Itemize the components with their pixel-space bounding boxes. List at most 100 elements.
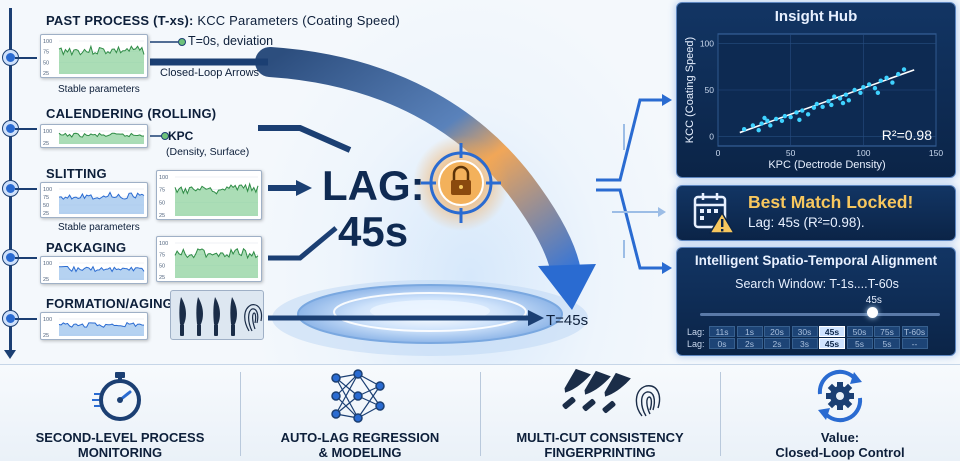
kpc-label: KPC	[168, 129, 194, 143]
knives-fingerprint-icon	[562, 368, 661, 417]
sparkline-tick-label: 25	[43, 333, 49, 339]
scatter-point	[840, 100, 846, 106]
lag-cell[interactable]: 2s	[736, 338, 763, 349]
sparkline-tick-label: 75	[159, 252, 165, 258]
knives-icon	[179, 297, 263, 336]
scatter-point	[768, 123, 773, 128]
lag-cell[interactable]: 0s	[709, 338, 735, 349]
stage-caption-past-process: Stable parameters	[58, 84, 140, 95]
timeline-tick	[15, 188, 37, 190]
lag-cell[interactable]: 20s	[764, 326, 790, 337]
timeline-arrow-head	[4, 350, 16, 359]
timeline-tick	[15, 257, 37, 259]
scatter-point	[852, 87, 857, 93]
stage-caption-slitting: Stable parameters	[58, 222, 140, 233]
scatter-point	[829, 102, 834, 108]
scatter-point	[837, 96, 843, 101]
lag-title: LAG:	[322, 162, 425, 209]
lag-readout: LAG: 45s	[322, 163, 425, 255]
best-match-title: Best Match Locked!	[748, 192, 914, 212]
sparkline-tick-label: 100	[159, 241, 168, 247]
scatter-point	[890, 80, 895, 85]
stopwatch-icon	[92, 372, 141, 421]
lag-cell[interactable]: 11s	[709, 326, 735, 337]
lag-row-label: Lag:	[687, 326, 705, 337]
scatter-point	[788, 114, 793, 120]
deviation-connector	[150, 38, 186, 46]
scatter-point	[861, 85, 866, 90]
scatter-point	[756, 127, 761, 133]
lag-cell[interactable]: 2s	[764, 338, 790, 349]
capability-label-fingerprinting: MULTI-CUT CONSISTENCY FINGERPRINTING	[516, 430, 684, 460]
lag-cell[interactable]: 45s	[819, 338, 845, 349]
sparkline-line	[58, 44, 145, 57]
lag-cell[interactable]: 45s	[819, 326, 845, 337]
lag-slider-knob[interactable]	[867, 307, 879, 318]
sparkline-area	[59, 322, 144, 336]
lag-cell[interactable]: 30s	[791, 326, 818, 337]
scatter-point	[820, 104, 825, 110]
y-tick-label: 50	[705, 85, 715, 95]
padlock-icon	[451, 165, 471, 195]
x-tick-label: 150	[929, 148, 943, 158]
scatter-point	[741, 127, 747, 132]
sparkline-tick-label: 100	[43, 39, 52, 45]
divider	[720, 372, 721, 456]
scatter-point	[843, 92, 849, 97]
sparkline-line	[58, 321, 145, 328]
sparkline-area	[175, 183, 258, 216]
scatter-point	[896, 71, 901, 77]
stage-title-calendering: CALENDERING (ROLLING)	[46, 106, 217, 121]
lag-cell[interactable]: T-60s	[901, 326, 928, 337]
sparkline-tick-label: 75	[43, 195, 49, 201]
timeline-tick	[15, 57, 37, 59]
sparkline-tick-label: 100	[159, 175, 168, 181]
scatter-point	[814, 101, 820, 107]
lag-slider-value: 45s	[865, 295, 882, 306]
lag-cell[interactable]: 50s	[846, 326, 873, 337]
capability-label-regression: AUTO-LAG REGRESSION & MODELING	[280, 430, 440, 460]
lag-cell[interactable]: 1s	[736, 326, 763, 337]
lag-cell[interactable]: 5s	[874, 338, 900, 349]
calendar-warning-icon	[693, 193, 736, 234]
lag-cell[interactable]: 75s	[874, 326, 900, 337]
lag-cell[interactable]: 3s	[791, 338, 818, 349]
timeline-tick	[15, 128, 37, 130]
formation-arrow	[268, 310, 544, 326]
calendering-arrow	[258, 125, 352, 153]
deviation-label: T=0s, deviation	[188, 34, 274, 48]
sparkline-area	[59, 46, 144, 74]
sparkline-tick-label: 25	[43, 211, 49, 217]
x-tick-label: 100	[856, 148, 870, 158]
hub-connector-arrows	[596, 94, 672, 274]
slitting-arrow	[268, 180, 312, 196]
scatter-point	[765, 118, 770, 124]
sparkline-tick-label: 100	[43, 261, 52, 267]
scatter-point	[762, 115, 767, 121]
search-window-label: Search Window: T-1s....T-60s	[735, 277, 899, 291]
sparkline-line	[58, 265, 145, 273]
lag-value: 45s	[338, 208, 409, 255]
stage-title-packaging: PACKAGING	[46, 240, 127, 255]
timeline-tick	[15, 318, 37, 320]
sparkline-tick-label: 50	[159, 200, 165, 206]
lag-cell[interactable]: 5s	[846, 338, 873, 349]
sparkline-line	[58, 191, 145, 200]
closed-loop-label: Closed-Loop Arrows	[160, 67, 260, 79]
lag-cell[interactable]: --	[901, 338, 928, 349]
sparkline-area	[59, 133, 144, 144]
capability-label-value: Value: Closed-Loop Control	[775, 430, 905, 460]
lag-slider-track[interactable]	[700, 313, 940, 316]
